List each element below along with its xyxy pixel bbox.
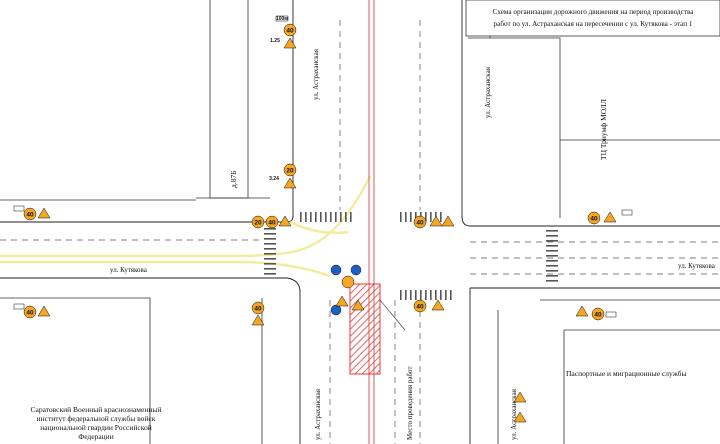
title-line-2: работ по ул. Астраханская на пересечении… [494,20,693,28]
sign-cluster-southwest: 40 [13,303,51,319]
sign-cluster-southeast: 40 40 [413,299,617,321]
institute-line-2: институт федеральной службы войск [37,414,156,423]
speed-limit-sign [413,299,427,313]
crosswalk-south [400,290,452,300]
speed-limit-text: 40 [254,306,262,313]
speed-limit-sign [413,215,427,229]
sign-cluster-west: 40 [13,205,51,221]
speed-limit-text: 40 [268,220,276,227]
sign-code: 1.25 [270,38,280,44]
building-label-mall: ТЦ Триумф МОЛЛ [599,99,608,160]
yellow-lane-marking [289,220,349,235]
lane-dividers [0,20,720,444]
speed-limit-sign [341,275,355,289]
curb-corner [286,277,301,293]
warning-sign [513,411,527,423]
building-label-passport: Паспортные и миграционные службы [566,369,687,378]
warning-sign [429,215,443,227]
speed-limit-sign [283,163,297,177]
building-label-house: д.87Б [229,171,238,189]
title-line-1: Схема организации дорожного движения на … [493,8,695,16]
sign-cluster-north: 100м 40 1.25 [270,15,297,49]
mandatory-sign [330,304,342,316]
warning-sign [603,211,617,223]
sign-cluster-east: 40 [587,209,633,225]
building-label-institute: Саратовский Военный краснознаменный инст… [31,405,162,441]
warning-sign [251,314,265,326]
warning-sign [283,37,297,49]
warning-sign [431,299,445,311]
warning-sign [278,215,292,227]
street-label-astrakhanskaya-bottom-left: ул. Астраханская [314,388,322,440]
warning-sign [37,207,51,219]
distance-plate [13,205,25,212]
street-label-kutyakova-right: ул. Кутякова [678,262,716,270]
sign-cluster-north-2: 20 3.24 [269,163,297,189]
yellow-markings [0,175,372,278]
sign-cluster-south-left: 40 [251,301,265,326]
mandatory-sign [330,264,342,276]
yellow-lane-marking [0,260,331,278]
warning-sign [283,177,297,189]
speed-limit-text: 40 [416,304,424,311]
speed-limit-sign [23,207,37,221]
speed-limit-sign [587,211,601,225]
distance-plate [13,303,25,310]
warning-sign [351,299,365,311]
work-zone-leader [379,299,406,331]
street-label-astrakhanskaya-bottom-right: ул. Астраханская [510,388,518,440]
block-line [468,37,720,141]
warning-sign [441,215,455,227]
sign-cluster-south-right [513,391,527,423]
speed-limit-sign [251,301,265,315]
speed-limit-text: 40 [594,312,602,319]
crosswalk-east [546,230,558,282]
mandatory-sign [350,264,362,276]
street-label-kutyakova-left: ул. Кутякова [110,266,148,274]
street-label-astrakhanskaya-top-left: ул. Астраханская [312,48,320,100]
crosswalk-west [264,228,276,275]
speed-limit-text: 40 [26,212,34,219]
curb-corner [461,215,471,227]
speed-limit-sign [591,307,605,321]
work-zone [349,283,381,375]
sign-cluster-northwest: 20 40 [251,215,292,229]
sign-cluster-northeast: 40 [413,215,455,229]
speed-limit-sign [23,305,37,319]
title-box [465,0,720,37]
sign-cluster-center [330,264,365,316]
sign-code: 3.24 [269,176,279,182]
distance-plate [275,15,289,22]
speed-limit-text: 20 [286,168,294,175]
speed-limit-sign [283,23,297,37]
speed-limit-text: 20 [254,220,262,227]
warning-sign [513,391,527,403]
block-line [0,297,151,444]
warning-sign [575,305,589,317]
speed-limit-sign [265,215,279,229]
speed-limit-text: 40 [416,220,424,227]
speed-limit-text: 40 [286,28,294,35]
institute-line-3: национальной гвардии Российской [40,423,152,432]
plate-text: 100м [276,16,288,22]
speed-limit-text: 40 [590,216,598,223]
work-zone-label: Место проведения работ [406,366,414,440]
speed-limit-text: 40 [26,310,34,317]
street-label-astrakhanskaya-top-right: ул. Астраханская [484,66,492,118]
distance-plate [621,209,633,216]
institute-line-1: Саратовский Военный краснознаменный [31,405,162,414]
warning-sign [37,305,51,317]
distance-plate [605,311,617,318]
speed-limit-sign [251,215,265,229]
institute-line-4: Федерации [78,432,113,441]
yellow-lane-marking [0,175,372,258]
warning-sign [335,295,349,307]
